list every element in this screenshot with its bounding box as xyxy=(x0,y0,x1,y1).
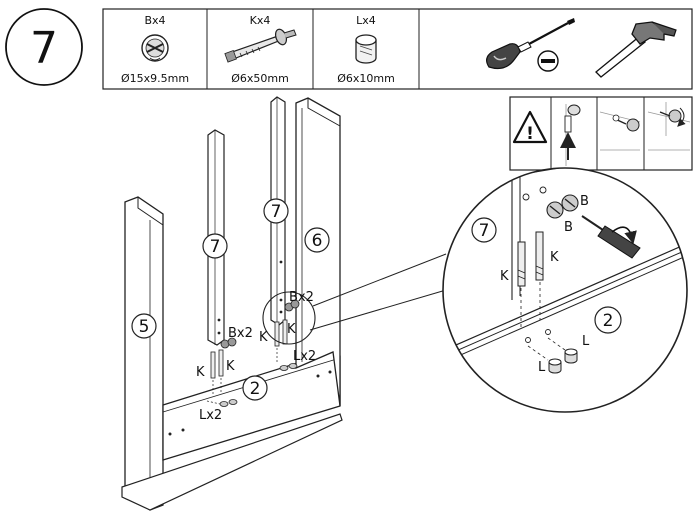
label-panel-2: 2 xyxy=(242,375,268,401)
wooden-dowel-icon xyxy=(355,34,377,64)
screwdriver-icon xyxy=(486,18,575,70)
part-qty-l: Lx4 xyxy=(356,14,376,27)
hint-cam-lock-set xyxy=(647,102,691,151)
detail-label-l-right: L xyxy=(582,334,590,349)
detail-zoom-view: 7 2 B B K K L L xyxy=(442,167,688,413)
wooden-dowel-icon xyxy=(279,363,298,371)
warning-mark: ! xyxy=(526,124,534,144)
panel-5-side xyxy=(124,196,164,511)
wooden-dowel-icon xyxy=(219,399,238,407)
detail-label-k-right: K xyxy=(550,250,559,265)
label-lx2-left: Lx2 xyxy=(199,408,222,423)
detail-label-l-bottom: L xyxy=(538,360,546,375)
label-panel-7-right: 7 xyxy=(263,198,289,224)
svg-text:7: 7 xyxy=(271,202,282,222)
base-panel xyxy=(121,413,343,511)
cam-lock-icon xyxy=(546,194,579,219)
part-cam-lock: Bx4 Ø15x9.5mm xyxy=(121,14,189,85)
cam-bolt-icon xyxy=(210,349,224,379)
cam-bolt-icon xyxy=(517,231,544,287)
label-k-b: K xyxy=(226,359,235,374)
svg-text:7: 7 xyxy=(210,237,221,257)
step-number-badge: 7 xyxy=(5,8,83,86)
label-bx2-left: Bx2 xyxy=(228,326,253,341)
hammer-icon xyxy=(595,21,677,78)
cam-bolt-icon xyxy=(224,28,297,63)
label-k-d: K xyxy=(287,322,296,337)
hint-insert-bolt xyxy=(560,104,581,166)
svg-text:2: 2 xyxy=(603,311,614,331)
cam-lock-icon xyxy=(284,299,300,312)
assembly-main: 5 6 7 7 2 Bx2 Bx2 K K K K Lx2 Lx2 xyxy=(121,96,447,511)
detail-callout-lines xyxy=(309,253,447,331)
warning-hint-box: ! xyxy=(509,96,693,171)
svg-text:5: 5 xyxy=(139,317,150,337)
step-number: 7 xyxy=(30,23,58,74)
hint-cam-turn xyxy=(599,111,641,151)
detail-label-b-top: B xyxy=(580,194,589,209)
label-k-c: K xyxy=(259,330,268,345)
detail-label-k-left: K xyxy=(500,269,509,284)
part-cam-bolt: Kx4 Ø6x50mm xyxy=(224,14,297,85)
label-panel-7-left: 7 xyxy=(202,233,228,259)
label-panel-5: 5 xyxy=(131,313,157,339)
part-size-b: Ø15x9.5mm xyxy=(121,72,189,85)
warning-icon: ! xyxy=(512,110,548,144)
parts-header-box xyxy=(102,8,693,90)
detail-label-panel-2: 2 xyxy=(594,306,622,334)
screwdriver-icon xyxy=(581,215,641,259)
svg-text:7: 7 xyxy=(479,221,490,241)
part-qty-k: Kx4 xyxy=(250,14,271,27)
part-size-l: Ø6x10mm xyxy=(337,72,395,85)
part-size-k: Ø6x50mm xyxy=(231,72,289,85)
tools-area xyxy=(486,18,677,78)
label-panel-6: 6 xyxy=(304,227,330,253)
left-divider-fittings xyxy=(206,337,238,407)
zoom-indicator-circle xyxy=(262,291,316,345)
detail-label-panel-7: 7 xyxy=(471,217,497,243)
label-k-a: K xyxy=(196,365,205,380)
part-dowel: Lx4 Ø6x10mm xyxy=(337,14,395,85)
wooden-dowel-icon xyxy=(548,348,578,374)
label-lx2-right: Lx2 xyxy=(293,349,316,364)
flathead-bit-icon xyxy=(537,50,559,72)
part-qty-b: Bx4 xyxy=(144,14,165,27)
cam-lock-icon xyxy=(141,34,169,62)
detail-content xyxy=(443,168,687,374)
label-bx2-right: Bx2 xyxy=(289,290,314,305)
svg-text:6: 6 xyxy=(312,231,323,251)
cam-lock-icon xyxy=(220,337,237,349)
detail-label-b-bottom: B xyxy=(564,220,573,235)
svg-text:2: 2 xyxy=(250,379,261,399)
